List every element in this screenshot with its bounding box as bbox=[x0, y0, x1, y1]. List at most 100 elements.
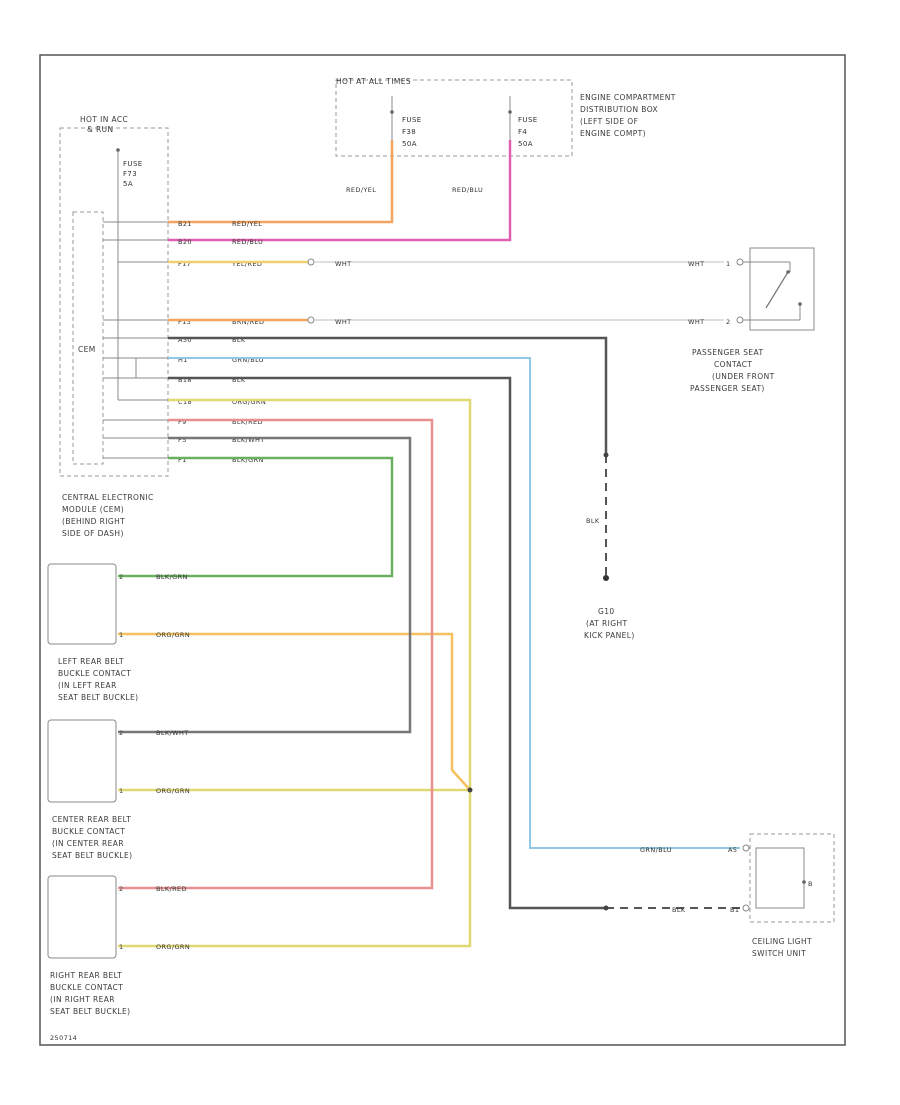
passenger-seat-switch-box bbox=[749, 247, 815, 331]
center-buckle-wire-1: BLK/WHT bbox=[156, 729, 189, 737]
left-buckle-desc-line3: (IN LEFT REAR bbox=[58, 681, 117, 690]
left-buckle-pin-1: 1 bbox=[119, 631, 124, 639]
seat-switch-blade bbox=[765, 271, 789, 309]
right-buckle-wire-1: BLK/RED bbox=[156, 885, 187, 893]
cem-pins: B21 RED/YEL B20 RED/BLU F17 YEL/RED F13 … bbox=[178, 220, 266, 464]
cem-fuse-line3: 5A bbox=[123, 180, 133, 188]
cem-pin-wire: BLK/WHT bbox=[232, 436, 265, 444]
cem-pin: A30 bbox=[178, 336, 192, 344]
cem-pin: B20 bbox=[178, 238, 192, 246]
diagram-id: 250714 bbox=[50, 1034, 77, 1042]
center-buckle-desc-line2: BUCKLE CONTACT bbox=[52, 827, 125, 836]
left-buckle-wire-2: ORG/GRN bbox=[156, 631, 190, 639]
right-buckle-wire-2: ORG/GRN bbox=[156, 943, 190, 951]
cem-inner-box bbox=[72, 211, 104, 465]
cem-pin-wire: ORG/GRN bbox=[232, 398, 266, 406]
cem-pin: C18 bbox=[178, 398, 192, 406]
engine-box-desc-line2: DISTRIBUTION BOX bbox=[580, 105, 658, 114]
feed-wire-red-blu: RED/BLU bbox=[452, 186, 483, 194]
cem-pin: F5 bbox=[178, 436, 187, 444]
ceiling-light-outer-box bbox=[749, 833, 835, 923]
seat-contact-desc-line2: CONTACT bbox=[714, 360, 752, 369]
fuse-left-line1: FUSE bbox=[402, 116, 422, 124]
diagram-border bbox=[39, 54, 846, 1046]
wht-label: WHT bbox=[335, 318, 352, 326]
wht-label: WHT bbox=[688, 260, 705, 268]
ground-wire-label: BLK bbox=[586, 517, 600, 525]
wire-blk-ceiling bbox=[168, 376, 606, 910]
feed-wire-red-yel: RED/YEL bbox=[346, 186, 376, 194]
left-buckle-desc-line1: LEFT REAR BELT bbox=[58, 657, 124, 666]
cem-pin-wire: BLK/GRN bbox=[232, 456, 264, 464]
cem-desc-line1: CENTRAL ELECTRONIC bbox=[62, 493, 154, 502]
right-buckle-pin-1: 1 bbox=[119, 943, 124, 951]
left-rear-buckle-box bbox=[47, 563, 117, 645]
cem-label: CEM bbox=[78, 345, 96, 354]
center-buckle-pin-1: 1 bbox=[119, 787, 124, 795]
hot-in-acc-line2: & RUN bbox=[87, 125, 114, 134]
ceiling-desc-line1: CEILING LIGHT bbox=[752, 937, 812, 946]
wire-blk-red bbox=[118, 418, 434, 890]
center-buckle-wire-2: ORG/GRN bbox=[156, 787, 190, 795]
right-buckle-desc-line1: RIGHT REAR BELT bbox=[50, 971, 122, 980]
cem-fuse-terminal bbox=[116, 148, 120, 152]
wire-org-grn-right bbox=[118, 398, 472, 948]
wht-label: WHT bbox=[335, 260, 352, 268]
cem-pin-wire: RED/YEL bbox=[232, 220, 262, 228]
fuse-right-line3: 50A bbox=[518, 140, 533, 148]
cem-desc-line2: MODULE (CEM) bbox=[62, 505, 124, 514]
engine-box-desc-line4: ENGINE COMPT) bbox=[580, 129, 646, 138]
splice-point bbox=[467, 787, 473, 793]
seat-contact-pin-2: 2 bbox=[726, 318, 731, 326]
fuse-box-title: HOT AT ALL TIMES bbox=[336, 77, 411, 86]
engine-fuse-box bbox=[335, 79, 573, 157]
cem-outer-box bbox=[59, 127, 169, 477]
seat-contact-pin-1: 1 bbox=[726, 260, 731, 268]
wire-blk-wht bbox=[118, 436, 412, 734]
center-rear-buckle-box bbox=[47, 719, 117, 803]
ceiling-desc-line2: SWITCH UNIT bbox=[752, 949, 806, 958]
cem-pin-wire: BLK bbox=[232, 376, 246, 384]
right-buckle-desc-line3: (IN RIGHT REAR bbox=[50, 995, 115, 1004]
cem-fuse-line1: FUSE bbox=[123, 160, 143, 168]
cem-pin-wire: GRN/BLU bbox=[232, 356, 264, 364]
cem-pin-wire: RED/BLU bbox=[232, 238, 263, 246]
cem-pin: B21 bbox=[178, 220, 192, 228]
ground-point bbox=[603, 575, 609, 581]
ceiling-pin-b1: B1 bbox=[730, 906, 739, 914]
wire-blk-ground bbox=[168, 336, 608, 455]
wire-grn-blu bbox=[168, 357, 740, 849]
cem-pin-wire: YEL/RED bbox=[231, 260, 262, 268]
right-buckle-desc-line2: BUCKLE CONTACT bbox=[50, 983, 123, 992]
fuse-right-line2: F4 bbox=[518, 128, 527, 136]
cem-fuse-line2: F73 bbox=[123, 170, 137, 178]
cem-pin: F17 bbox=[178, 260, 191, 268]
right-rear-buckle-box bbox=[47, 875, 117, 959]
cem-pin: F1 bbox=[178, 456, 187, 464]
wire-red-blu bbox=[168, 140, 512, 242]
left-buckle-desc-line4: SEAT BELT BUCKLE) bbox=[58, 693, 138, 702]
ground-desc-line2: (AT RIGHT bbox=[586, 619, 628, 628]
fuse-left-line2: F38 bbox=[402, 128, 416, 136]
ceiling-pin-a5: A5 bbox=[728, 846, 737, 854]
cem-pin: H1 bbox=[178, 356, 188, 364]
wire-org-grn-left bbox=[118, 632, 471, 791]
ground-desc-line1: G10 bbox=[598, 607, 615, 616]
center-buckle-desc-line3: (IN CENTER REAR bbox=[52, 839, 124, 848]
seat-contact-desc-line4: PASSENGER SEAT) bbox=[690, 384, 765, 393]
right-buckle-pin-2: 2 bbox=[119, 885, 124, 893]
cem-desc-line3: (BEHIND RIGHT bbox=[62, 517, 125, 526]
fuse-left-line3: 50A bbox=[402, 140, 417, 148]
cem-pin-wire: BLK bbox=[232, 336, 246, 344]
fuse-right-line1: FUSE bbox=[518, 116, 538, 124]
center-buckle-pin-2: 2 bbox=[119, 729, 124, 737]
seat-contact-desc-line1: PASSENGER SEAT bbox=[692, 348, 763, 357]
cem-desc-line4: SIDE OF DASH) bbox=[62, 529, 124, 538]
cem-pin: F9 bbox=[178, 418, 187, 426]
left-buckle-desc-line2: BUCKLE CONTACT bbox=[58, 669, 131, 678]
engine-box-desc-line3: (LEFT SIDE OF bbox=[580, 117, 638, 126]
ground-desc-line3: KICK PANEL) bbox=[584, 631, 635, 640]
cem-pin-wire: BLK/RED bbox=[232, 418, 263, 426]
